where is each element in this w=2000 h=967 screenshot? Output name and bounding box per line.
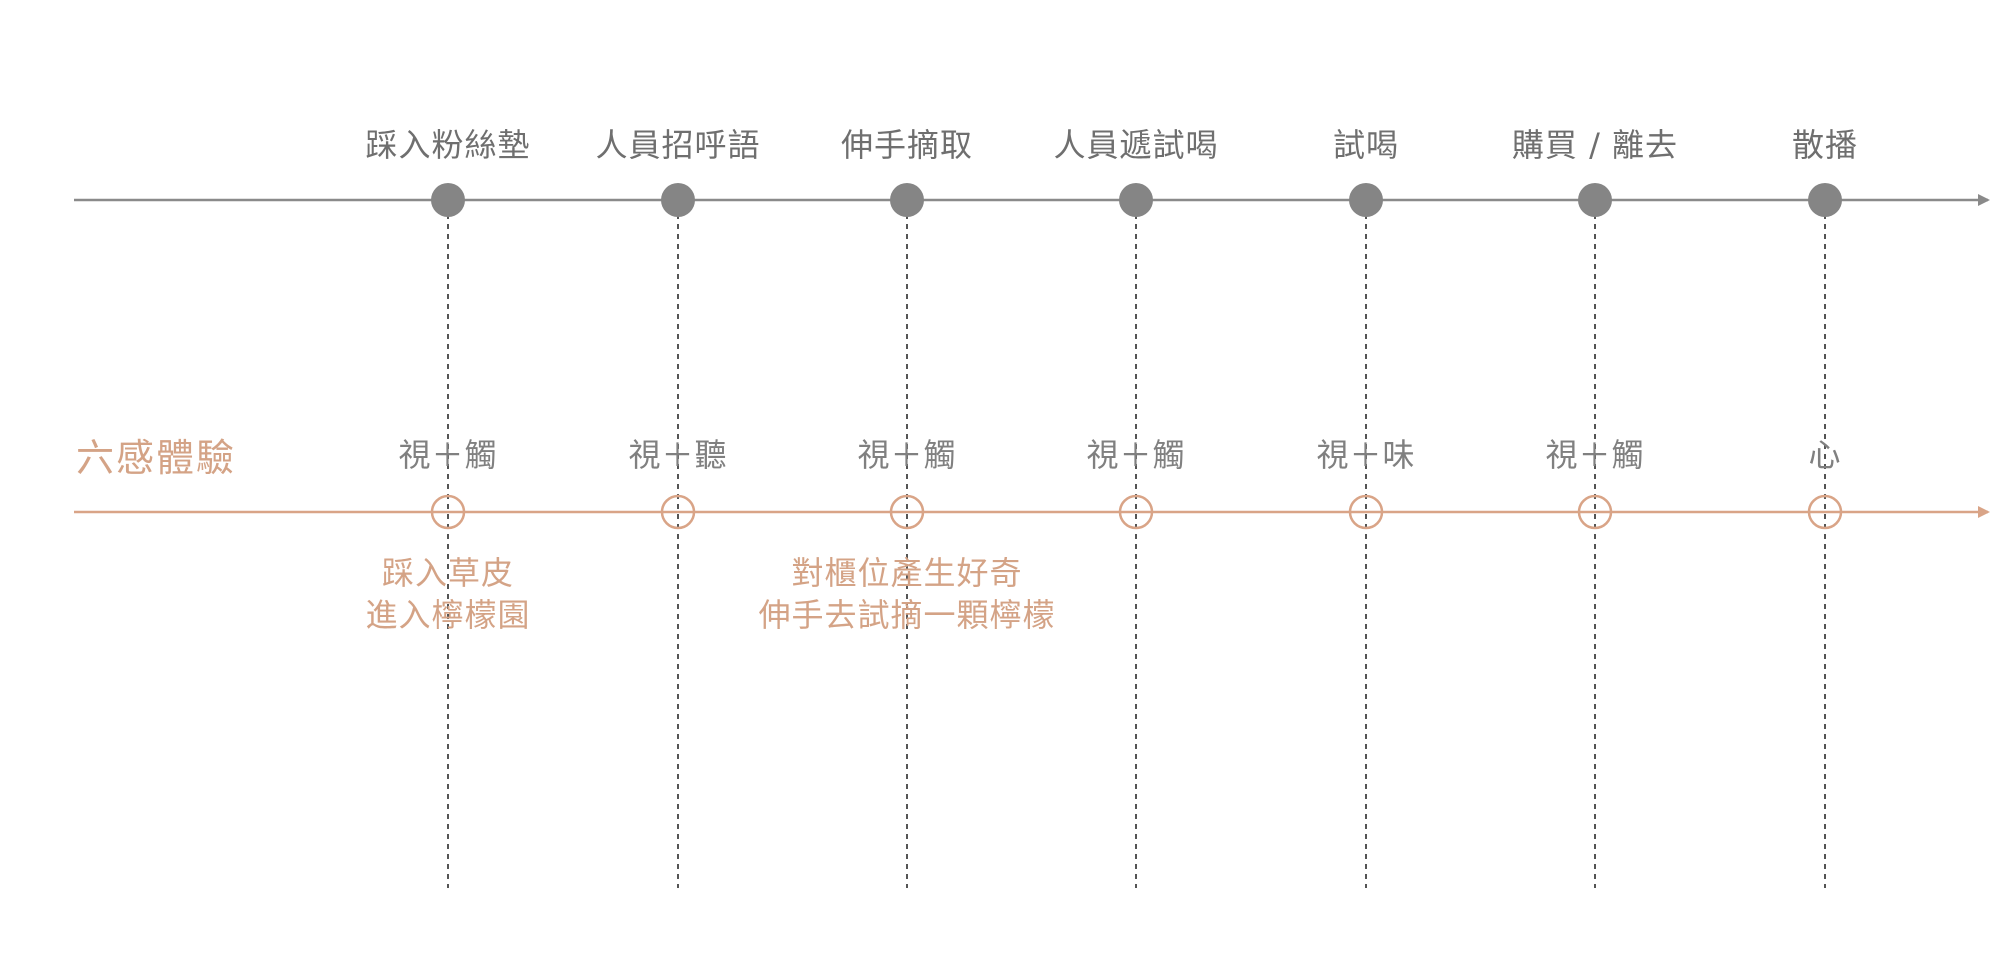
sense-label-6: 視＋觸 — [1545, 436, 1645, 474]
stage-label-4: 人員遞試喝 — [1053, 126, 1219, 164]
experience-note-line: 進入檸檬園 — [365, 596, 531, 634]
stage-dot-7 — [1808, 183, 1842, 217]
stage-dot-4 — [1119, 183, 1153, 217]
stage-label-7: 散播 — [1791, 126, 1859, 164]
sense-ring-6 — [1577, 494, 1613, 530]
stage-label-5: 試喝 — [1332, 126, 1400, 164]
stage-label-6: 購買 / 離去 — [1511, 126, 1679, 164]
stage-dot-1 — [431, 183, 465, 217]
sense-label-1: 視＋觸 — [398, 436, 498, 474]
sense-label-4: 視＋觸 — [1086, 436, 1186, 474]
sense-label-7: 心 — [1808, 436, 1842, 474]
stage-label-1: 踩入粉絲墊 — [365, 126, 531, 164]
sense-label-2: 視＋聽 — [628, 436, 728, 474]
experience-note-2: 對櫃位產生好奇伸手去試摘一顆檸檬 — [758, 552, 1055, 636]
experience-note-line: 對櫃位產生好奇 — [791, 554, 1023, 592]
stage-dot-3 — [890, 183, 924, 217]
sense-ring-1 — [430, 494, 466, 530]
sense-row-title: 六感體驗 — [76, 436, 237, 480]
stage-dot-2 — [661, 183, 695, 217]
stage-dot-6 — [1578, 183, 1612, 217]
experience-note-line: 踩入草皮 — [381, 554, 515, 592]
sense-ring-4 — [1118, 494, 1154, 530]
sense-ring-3 — [889, 494, 925, 530]
sense-label-3: 視＋觸 — [857, 436, 957, 474]
sense-ring-2 — [660, 494, 696, 530]
stage-dot-5 — [1349, 183, 1383, 217]
stage-label-2: 人員招呼語 — [595, 126, 761, 164]
sense-ring-7 — [1807, 494, 1843, 530]
experience-note-1: 踩入草皮進入檸檬園 — [365, 552, 530, 636]
stage-label-3: 伸手摘取 — [840, 126, 974, 164]
experience-note-line: 伸手去試摘一顆檸檬 — [758, 596, 1056, 634]
sense-ring-5 — [1348, 494, 1384, 530]
sense-label-5: 視＋味 — [1316, 436, 1416, 474]
